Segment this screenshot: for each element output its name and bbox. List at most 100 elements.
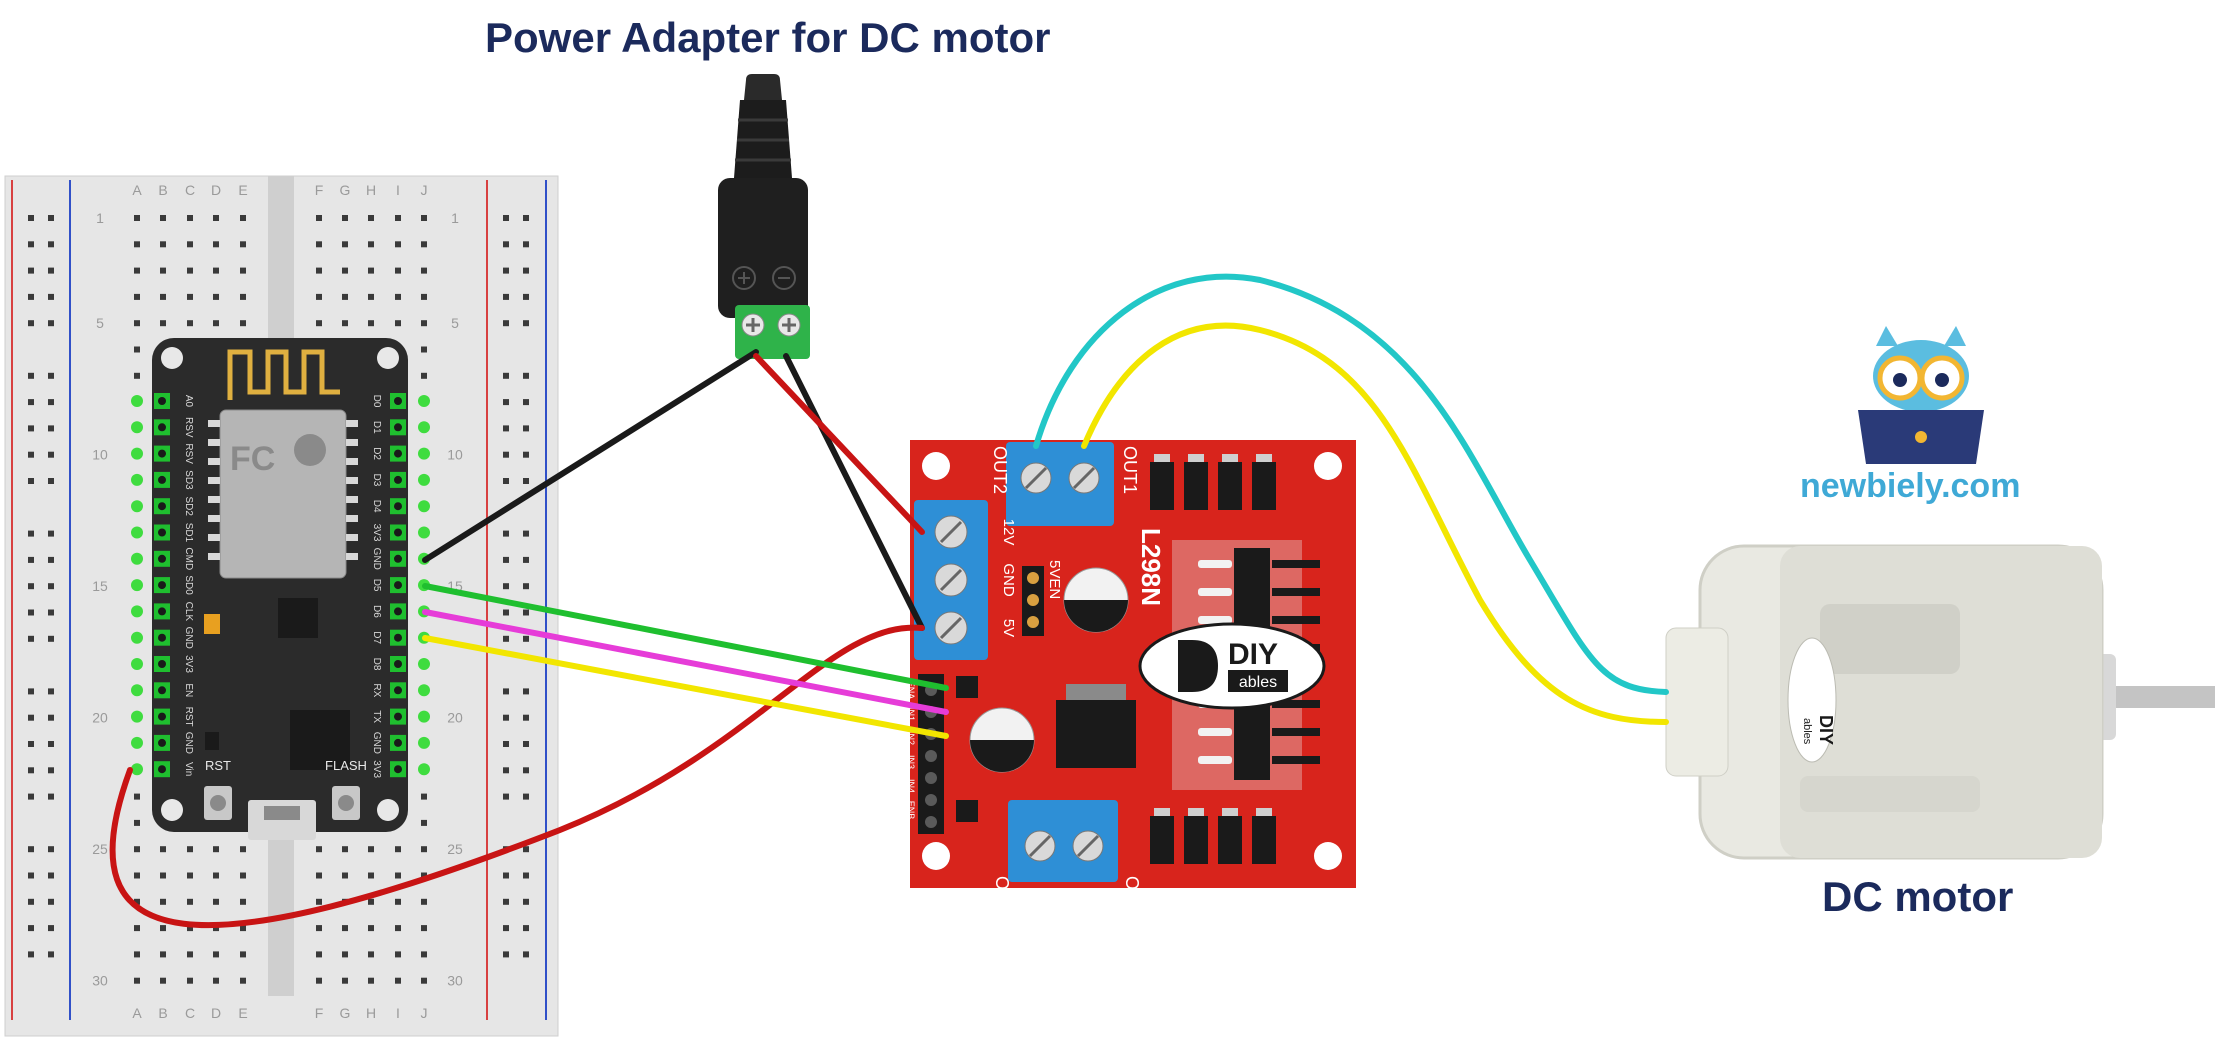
rail-hole	[28, 609, 34, 616]
fin	[1198, 728, 1232, 736]
green-hole	[131, 684, 143, 697]
breadboard-hole	[240, 925, 246, 932]
breadboard-hole	[368, 320, 374, 327]
column-label-top: J	[421, 182, 428, 198]
rail-hole	[503, 241, 509, 248]
diode-lead	[1154, 808, 1170, 816]
rail-hole	[523, 451, 529, 458]
breadboard-hole	[134, 898, 140, 905]
breadboard-hole	[395, 320, 401, 327]
rail-hole	[523, 267, 529, 274]
row-number-right: 1	[451, 210, 459, 226]
breadboard-hole	[316, 951, 322, 958]
out1-label: OUT1	[1120, 446, 1140, 494]
pin-hole	[158, 554, 166, 563]
breadboard-hole	[421, 267, 427, 274]
diode-lead	[1256, 454, 1272, 462]
breadboard-hole	[421, 846, 427, 853]
rail-hole	[523, 898, 529, 905]
rail-hole	[503, 215, 509, 221]
row-number-left: 5	[96, 315, 104, 331]
breadboard-hole	[213, 215, 219, 221]
breadboard-hole	[240, 215, 246, 221]
power-label: 5V	[1000, 619, 1017, 637]
rail-hole	[523, 215, 529, 221]
column-label-top: F	[315, 182, 324, 198]
power-adapter	[718, 74, 810, 359]
breadboard-hole	[421, 372, 427, 379]
wire-in1-magenta	[422, 609, 949, 715]
breadboard-hole	[395, 267, 401, 274]
column-label-bottom: C	[185, 1005, 195, 1021]
green-hole	[131, 763, 143, 776]
rail-hole	[48, 451, 54, 458]
rail-hole	[523, 556, 529, 563]
rail-hole	[48, 741, 54, 747]
row-number-left: 25	[92, 841, 108, 857]
green-hole	[131, 710, 143, 723]
rail-hole	[48, 951, 54, 958]
rail-hole	[48, 267, 54, 274]
motor-logo-sub: ables	[1801, 718, 1813, 745]
rail-hole	[503, 635, 509, 642]
breadboard-hole	[368, 977, 374, 984]
pin-hole	[158, 633, 166, 642]
motor-logo-main: DIY	[1816, 715, 1836, 745]
esp-pin-label-left: SD2	[183, 496, 194, 516]
breadboard-hole	[134, 346, 140, 353]
wire-gnd-black	[422, 349, 759, 563]
column-label-bottom: D	[211, 1005, 221, 1021]
row-number-right: 25	[447, 841, 463, 857]
voltage-regulator	[1056, 700, 1136, 768]
enb-jumper	[956, 800, 978, 822]
breadboard-hole	[316, 846, 322, 853]
row-number-right: 5	[451, 315, 459, 331]
rail-hole	[28, 583, 34, 590]
breadboard-hole	[421, 346, 427, 353]
diode-lead	[1188, 808, 1204, 816]
green-hole	[131, 447, 143, 460]
breadboard-hole	[187, 898, 193, 905]
esp8266-pin-headers	[131, 393, 430, 778]
green-hole	[418, 763, 430, 776]
wire-adapter-gnd	[783, 353, 925, 631]
breadboard-hole	[421, 977, 427, 984]
module-pin	[208, 458, 220, 465]
logic-pin-label: IN2	[906, 731, 916, 745]
breadboard-hole	[160, 925, 166, 932]
module-pin	[346, 553, 358, 560]
breadboard-hole	[213, 951, 219, 958]
esp-pin-label-left: GND	[183, 627, 194, 649]
breadboard-hole	[187, 925, 193, 932]
module-pin	[346, 420, 358, 427]
row-number-right: 10	[447, 447, 463, 463]
rail-hole	[28, 767, 34, 774]
pin-hole	[158, 686, 166, 695]
fin-lead	[1272, 616, 1320, 624]
pin-hole	[158, 449, 166, 458]
column-label-top: A	[132, 182, 142, 198]
esp-pin-label-right: GND	[371, 732, 382, 754]
dc-motor-title: DC motor	[1822, 873, 2014, 920]
rail-hole	[28, 556, 34, 563]
fc-mark: FC	[230, 440, 275, 478]
pin-hole	[394, 423, 402, 432]
green-hole	[131, 552, 143, 565]
rail-hole	[523, 714, 529, 721]
rail-hole	[48, 215, 54, 221]
fin-lead	[1272, 728, 1320, 736]
rail-hole	[48, 925, 54, 932]
rail-hole	[523, 583, 529, 590]
breadboard-hole	[134, 320, 140, 327]
rail-hole	[48, 478, 54, 484]
breadboard-hole	[395, 293, 401, 300]
breadboard-hole	[316, 293, 322, 300]
breadboard-hole	[160, 267, 166, 274]
dc-motor: DIY ables	[1665, 544, 2215, 860]
esp-pin-label-right: D7	[371, 631, 382, 644]
breadboard-hole	[213, 977, 219, 984]
pin-hole	[394, 475, 402, 484]
breadboard-hole	[368, 898, 374, 905]
breadboard-hole	[240, 977, 246, 984]
module-pin	[346, 534, 358, 541]
